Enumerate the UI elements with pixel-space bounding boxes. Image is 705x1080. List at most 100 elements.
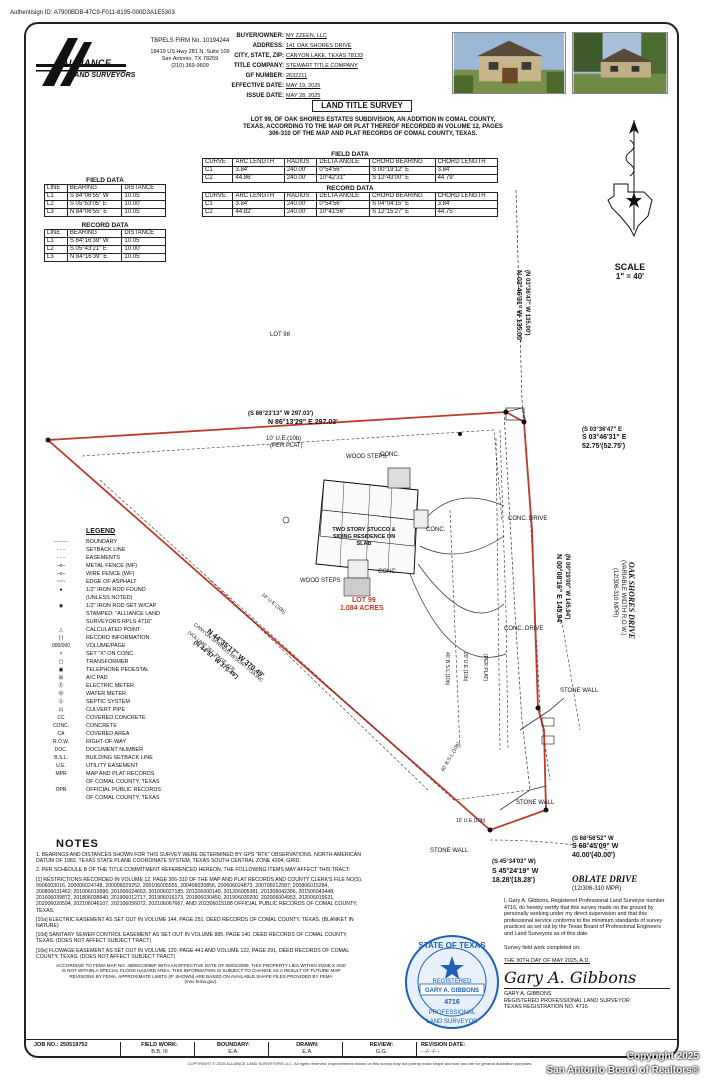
legend-symbol: ▢ — [58, 659, 64, 665]
south-1-bearing: S 68°45'09" W — [572, 843, 619, 850]
stone-wall-sw-label: STONE WALL — [430, 848, 469, 854]
legend-symbol: Ⓢ — [58, 699, 64, 705]
oak-shores-drive-label: OAK SHORES DRIVE — [627, 562, 636, 639]
legend-label: COVERED AREA — [86, 731, 130, 737]
scale-block: SCALE 1" = 40' — [606, 262, 654, 281]
line-record-caption: RECORD DATA — [81, 222, 129, 229]
legend-item: Ⓔ ELECTRIC METER — [36, 682, 216, 690]
table-cell: 3.84' — [232, 166, 285, 175]
legend-label: MAP AND PLAT RECORDS — [86, 771, 155, 777]
seal-number: 4716 — [444, 999, 460, 1006]
legend-item: R.O.W.RIGHT-OF-WAY — [36, 738, 216, 746]
legend-item: OF COMAL COUNTY, TEXAS — [36, 794, 216, 802]
legend-symbol: ( ) — [58, 635, 64, 641]
table-cell: C1 — [201, 166, 234, 175]
legend-label: SEPTIC SYSTEM — [86, 699, 131, 705]
legend-item: - - -SETBACK LINE — [36, 546, 216, 554]
surveyor-seal: STATE OF TEXAS REGISTERED GARY A. GIBBON… — [405, 935, 499, 1029]
legend-item: ●1/2" IRON ROD FOUND — [36, 586, 216, 594]
firm-address-1: 18419 US Hwy 281 N. Suite 109 — [150, 49, 230, 55]
legend-symbol: △ — [59, 627, 63, 633]
review-cell: REVIEW:G.G. — [342, 1042, 416, 1056]
legend-label: BUILDING SETBACK LINE — [86, 755, 153, 761]
table-cell: N 84°16'39" E — [66, 253, 123, 262]
lot-98-label: LOT 98 — [270, 332, 290, 338]
table-cell: N 84°06'55" E — [66, 208, 123, 217]
legend: LEGEND ———BOUNDARY- - -SETBACK LINE- - -… — [36, 528, 216, 802]
legend-item: Ⓢ SEPTIC SYSTEM — [36, 698, 216, 706]
note-item: ACCORDING TO FEMA MAP NO. 48091C0095F WI… — [56, 963, 346, 985]
table-header-cell: DELTA ANGLE — [316, 158, 371, 167]
legend-label: (UNLESS NOTED) — [86, 595, 133, 601]
watermark-line-1: Copyright 2025 — [626, 1051, 699, 1062]
conc-top-label: CONC. — [380, 452, 400, 458]
legend-label: ELECTRIC METER — [86, 683, 134, 689]
legend-symbol: Ⓦ — [58, 691, 64, 697]
legend-symbol: CC — [57, 715, 65, 721]
legend-label: EASEMENTS — [86, 555, 120, 561]
survey-title: LAND TITLE SURVEY — [312, 100, 412, 112]
watermark-line-2: San Antonio Board of Realtors® — [546, 1065, 699, 1076]
legend-item: ———BOUNDARY — [36, 538, 216, 546]
table-cell: 44.82' — [232, 208, 285, 217]
legend-symbol: MPR — [55, 771, 67, 777]
legend-symbol: Ⓔ — [58, 683, 64, 689]
table-cell: 0°54'56" — [316, 166, 371, 175]
south-1-record: (S 68°56'52" W — [572, 836, 614, 842]
firm-info: TBPELS FIRM No. 10194244 18419 US Hwy 28… — [130, 38, 250, 70]
table-cell: 10°42'31" — [316, 174, 371, 183]
table-cell: 3.84' — [434, 166, 499, 175]
legend-label: WIRE FENCE (WF) — [86, 571, 135, 577]
east-mid-record: (N 00°19'00" W 145.94') — [564, 554, 570, 620]
ue-top-label: 10' U.E.(10b) — [266, 436, 302, 442]
legend-symbol: ▣ — [58, 667, 64, 673]
legend-item: (UNLESS NOTED) — [36, 594, 216, 602]
legend-label: CULVERT PIPE — [86, 707, 126, 713]
house-photo-front — [452, 32, 566, 94]
residence-label: TWO STORY STUCCO & SIDING RESIDENCE ON S… — [332, 527, 396, 547]
south-2-distance: 18.28'(18.28') — [492, 877, 536, 884]
legend-symbol: ——— — [53, 539, 69, 545]
seal-registered: REGISTERED — [432, 979, 472, 985]
table-cell: L3 — [44, 208, 68, 217]
note-item: 2. PER SCHEDULE B OF THE TITLE COMMITMEN… — [36, 867, 350, 874]
legend-label: OFFICIAL PUBLIC RECORDS — [86, 787, 161, 793]
legend-item: ◉1/2" IRON ROD SET W/CAP — [36, 602, 216, 610]
east-top-bearing: N 03°46'31" W 135.00' — [515, 270, 522, 342]
house-photo-side — [572, 32, 668, 94]
certification-text: I, Gary A. Gibbons, Registered Professio… — [504, 898, 665, 937]
line-field-caption: FIELD DATA — [86, 177, 124, 184]
oblate-volume-label: (12/306-310 MPR) — [572, 886, 622, 892]
legend-symbol: –o– — [56, 563, 66, 569]
mls-watermark: Copyright 2025 San Antonio Board of Real… — [546, 1050, 699, 1078]
lot-99-label: LOT 99 — [352, 597, 376, 604]
scale-value: 1" = 40' — [615, 272, 645, 281]
legend-symbol: ⊞ — [58, 675, 64, 681]
table-header-cell: ARC LENGTH — [232, 158, 285, 167]
ue-top-per-plat: (PER PLAT) — [270, 443, 303, 449]
legend-label: 1/2" IRON ROD SET W/CAP — [86, 603, 157, 609]
note-item: [1] RESTRICTIONS RECORDED IN VOLUME 12, … — [36, 876, 363, 914]
curve-field-caption: FIELD DATA — [331, 151, 369, 158]
field-work-completed: Survey field work completed on: — [504, 945, 581, 951]
legend-symbol: B.S.L. — [54, 755, 68, 761]
drawing-frame — [24, 22, 679, 1058]
south-2-record: (S 45°34'03" W) — [492, 859, 536, 865]
legend-symbol: –x– — [56, 571, 66, 577]
legend-symbol: ⊡ — [58, 707, 64, 713]
table-cell: 240.00' — [283, 174, 318, 183]
wood-steps-top-label: WOOD STEPS — [346, 454, 387, 460]
sign-date: THE 30TH DAY OF MAY 2025, A.D. — [504, 957, 590, 964]
